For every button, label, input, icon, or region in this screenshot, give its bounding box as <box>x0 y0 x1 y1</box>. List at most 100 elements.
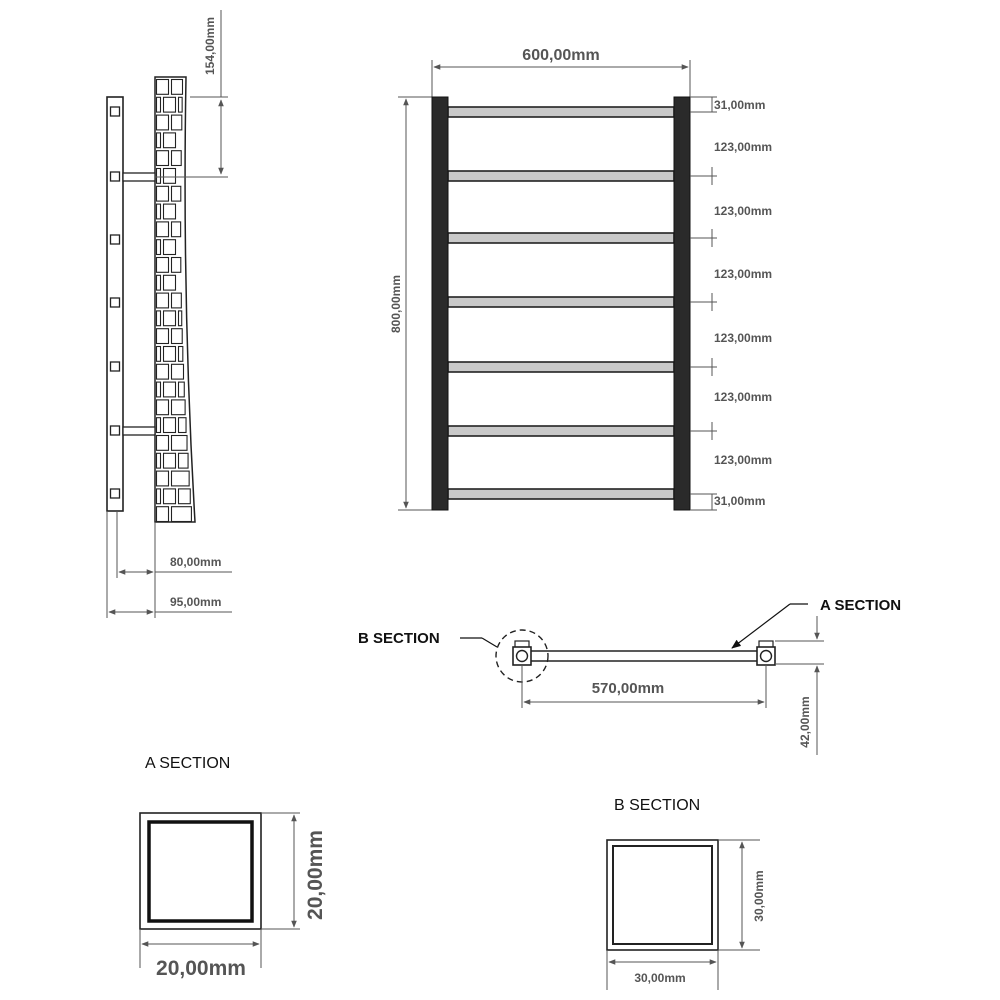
wall-brick <box>170 256 182 273</box>
wall-brick <box>155 274 162 291</box>
bar-end-square <box>109 425 121 436</box>
dim-label-spacing: 123,00mm <box>714 267 772 281</box>
dim-label-section-b-w: 30,00mm <box>634 971 685 985</box>
radiator-bar <box>447 296 675 308</box>
wall-brick <box>177 452 189 469</box>
wall-brick <box>177 310 183 327</box>
wall-brick <box>155 488 162 505</box>
wall-brick <box>155 381 162 398</box>
wall-bricks <box>155 78 192 523</box>
a-section-callout: A SECTION <box>820 597 901 614</box>
wall-brick <box>155 167 162 184</box>
wall-brick <box>162 381 177 398</box>
wall-brick <box>170 470 190 487</box>
wall-brick <box>170 221 182 238</box>
section-a-title: A SECTION <box>145 755 230 772</box>
dim-label-top-offset: 31,00mm <box>714 98 765 112</box>
wall-brick <box>162 452 177 469</box>
wall-brick <box>155 132 162 149</box>
wall-brick <box>155 150 170 167</box>
dim-label-154: 154,00mm <box>203 17 217 75</box>
top-view: B SECTION A SECTION 570,00mm 42,00mm <box>358 597 901 755</box>
wall-brick <box>155 452 162 469</box>
wall-brick <box>155 203 162 220</box>
wall-brick <box>155 470 170 487</box>
dim-label-depth: 42,00mm <box>798 696 812 747</box>
dim-label-bottom-offset: 31,00mm <box>714 494 765 508</box>
dim-label-section-a-h: 20,00mm <box>304 830 327 920</box>
wall-brick <box>155 239 162 256</box>
wall-brick <box>155 96 162 113</box>
wall-brick <box>177 417 187 434</box>
dim-label-80: 80,00mm <box>170 555 221 569</box>
dim-label-spacing: 123,00mm <box>714 331 772 345</box>
wall-brick <box>177 345 184 362</box>
wall-brick <box>155 221 170 238</box>
wall-brick <box>155 434 170 451</box>
dim-label-spacing: 123,00mm <box>714 140 772 154</box>
radiator-bar <box>447 170 675 182</box>
b-end-tube <box>515 649 529 663</box>
dim-label-width: 600,00mm <box>522 47 599 64</box>
side-view: 154,00mm 80,00mm 95,00mm <box>106 10 232 618</box>
wall-brick <box>170 185 182 202</box>
dim-label-spacing: 123,00mm <box>714 390 772 404</box>
wall-brick <box>155 185 170 202</box>
section-b-inner <box>612 845 713 945</box>
radiator-bar <box>447 488 675 500</box>
wall-brick <box>162 488 177 505</box>
wall-brick <box>177 488 191 505</box>
wall-brick <box>162 203 177 220</box>
wall-brick <box>162 96 177 113</box>
bar-end-square <box>109 361 121 372</box>
bar-end-square <box>109 297 121 308</box>
wall-bracket-bottom <box>122 426 156 436</box>
wall-brick <box>155 292 170 309</box>
dim-label-section-a-w: 20,00mm <box>156 957 246 980</box>
bar-end-square <box>109 488 121 499</box>
spacing-ticks <box>690 96 717 511</box>
radiator-bar <box>447 361 675 373</box>
front-view: 600,00mm 800,00mm 31,00mm 123,00mm 123,0… <box>389 47 772 511</box>
section-a: A SECTION 20,00mm 20,00mm <box>139 755 327 980</box>
wall-brick <box>155 310 162 327</box>
dim-label-section-b-h: 30,00mm <box>752 870 766 921</box>
wall-brick <box>162 132 177 149</box>
bar-end-square <box>109 171 121 182</box>
b-section-callout: B SECTION <box>358 630 440 647</box>
wall-brick <box>162 274 177 291</box>
b-leader <box>481 637 498 648</box>
wall-brick <box>170 399 186 416</box>
section-a-inner <box>147 820 254 923</box>
wall-brick <box>162 417 177 434</box>
wall-brick <box>155 114 170 131</box>
wall-brick <box>162 310 177 327</box>
radiator-bar <box>447 425 675 437</box>
wall-brick <box>170 78 184 95</box>
wall-bracket-top <box>122 172 156 182</box>
radiator-bar <box>447 106 675 118</box>
dim-label-spacing: 123,00mm <box>714 204 772 218</box>
side-bar-ends <box>109 106 121 499</box>
wall-brick <box>155 345 162 362</box>
left-post <box>431 96 449 511</box>
section-b: B SECTION 30,00mm 30,00mm <box>606 797 766 990</box>
wall-brick <box>162 239 177 256</box>
wall-outline <box>154 76 196 523</box>
radiator-bars <box>447 106 675 500</box>
wall-brick <box>170 434 188 451</box>
wall-brick <box>170 328 183 345</box>
wall-brick <box>162 167 177 184</box>
bar-end-square <box>109 106 121 117</box>
section-b-title: B SECTION <box>614 797 700 814</box>
a-end-tube <box>759 649 773 663</box>
a-leader <box>731 603 791 649</box>
right-post <box>673 96 691 511</box>
dim-label-height: 800,00mm <box>389 275 403 333</box>
wall-brick <box>155 256 170 273</box>
radiator-bar <box>447 232 675 244</box>
wall-brick <box>155 399 170 416</box>
bar-end-square <box>109 234 121 245</box>
wall-brick <box>170 506 192 523</box>
